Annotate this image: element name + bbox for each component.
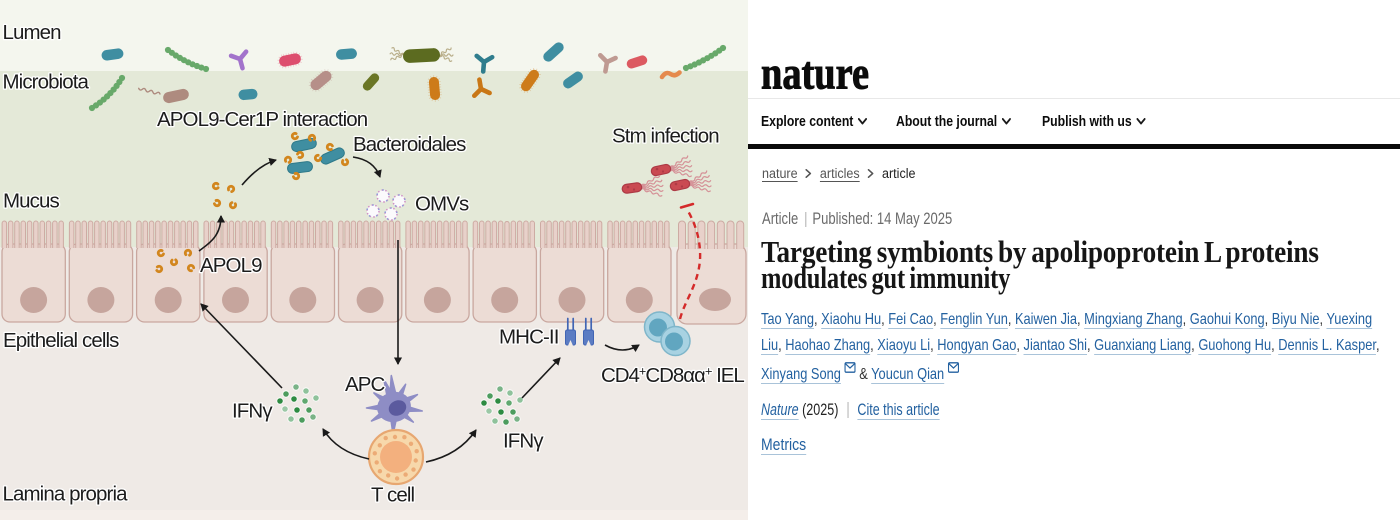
svg-text:OMVs: OMVs	[415, 193, 469, 216]
svg-text:APC: APC	[345, 373, 386, 396]
svg-text:nature: nature	[761, 52, 869, 94]
svg-text:CD4+CD8αα+ IEL: CD4+CD8αα+ IEL	[601, 364, 744, 388]
svg-text:IFNγ: IFNγ	[232, 400, 273, 423]
svg-text:APOL9-Cer1P interaction: APOL9-Cer1P interaction	[157, 108, 368, 131]
svg-text:Microbiota: Microbiota	[3, 71, 90, 94]
svg-text:Stm infection: Stm infection	[612, 125, 719, 148]
svg-text:Lamina propria: Lamina propria	[3, 483, 129, 506]
svg-text:T cell: T cell	[371, 484, 415, 507]
svg-text:Bacteroidales: Bacteroidales	[353, 133, 466, 156]
svg-text:Epithelial cells: Epithelial cells	[3, 329, 119, 352]
svg-text:Lumen: Lumen	[3, 21, 62, 44]
svg-text:IFNγ: IFNγ	[503, 430, 544, 453]
svg-text:APOL9: APOL9	[200, 254, 262, 277]
svg-text:Mucus: Mucus	[3, 190, 60, 213]
svg-text:MHC-II: MHC-II	[499, 326, 559, 349]
